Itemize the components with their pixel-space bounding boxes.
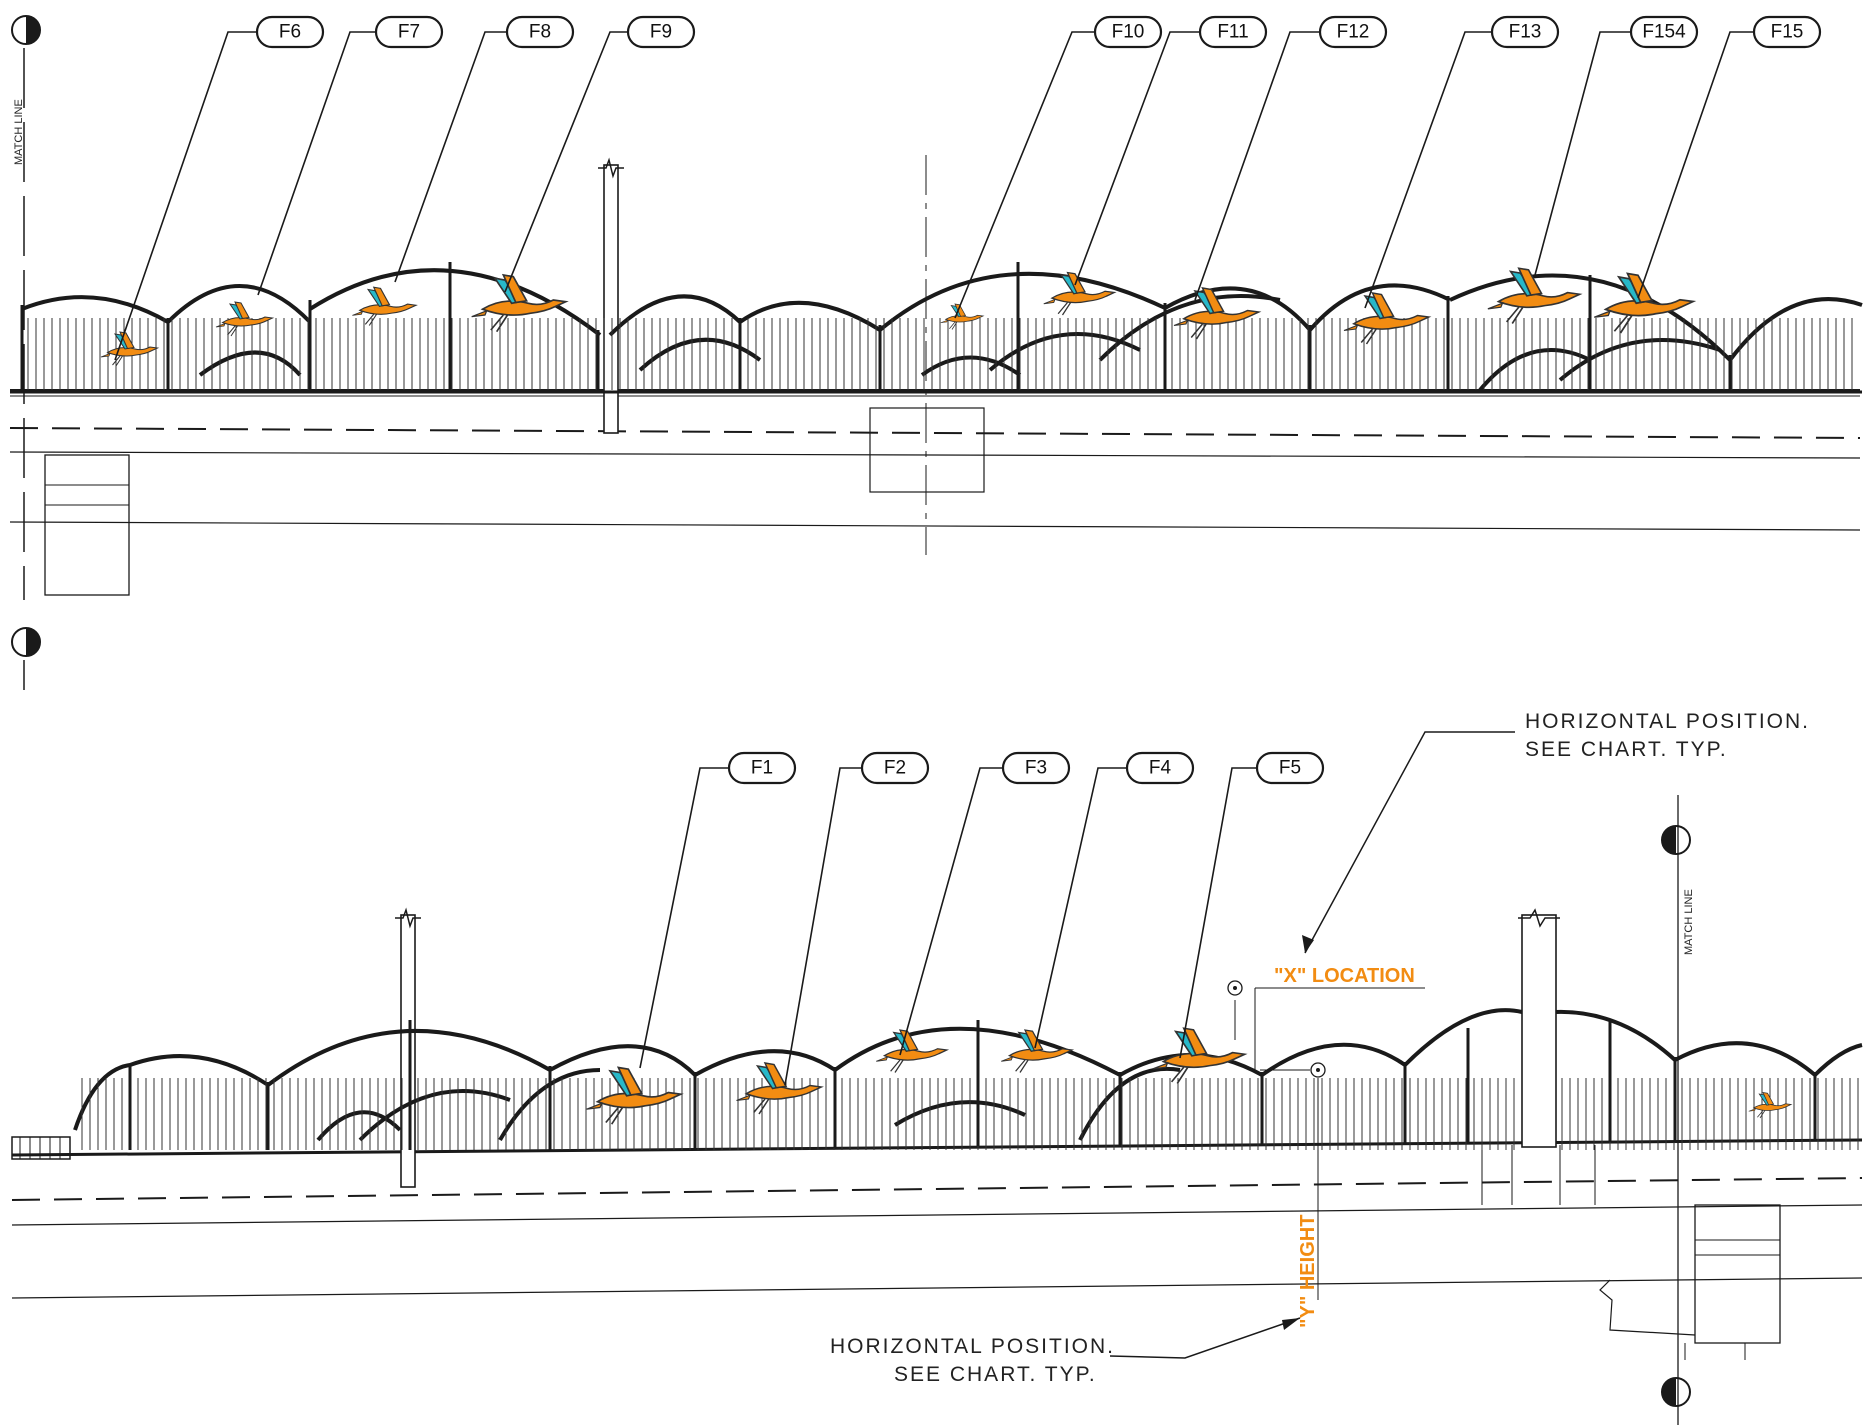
callout-tag-label: F1 — [751, 758, 773, 779]
callout-tag-label: F11 — [1217, 22, 1248, 43]
half-filled-circle-icon — [11, 15, 41, 45]
flying-heron-icon — [1000, 1029, 1073, 1074]
x-location-marker — [1227, 980, 1425, 1300]
callout-tag-f15: F15 — [1752, 15, 1822, 49]
callout-tag-f5: F5 — [1255, 751, 1325, 785]
callout-tag-f11: F11 — [1198, 15, 1268, 49]
callout-tag-label: F5 — [1279, 758, 1301, 779]
x-location-label: "X" LOCATION — [1274, 965, 1415, 987]
flying-heron-icon — [735, 1062, 822, 1115]
callout-tag-f154: F154 — [1629, 15, 1699, 49]
y-height-label: "Y" HEIGHT — [1297, 1215, 1319, 1328]
note-horizontal-position-top-line1: HORIZONTAL POSITION. — [1525, 710, 1810, 733]
lower-elevation: HORIZONTAL POSITION. SEE CHART. TYP. MAT… — [11, 627, 1863, 1425]
flying-heron-icon — [1343, 292, 1430, 345]
callout-tag-f13: F13 — [1490, 15, 1560, 49]
flying-heron-icon — [940, 303, 984, 330]
callout-tag-label: F6 — [279, 22, 301, 43]
callout-tag-label: F4 — [1149, 758, 1172, 779]
note-horizontal-position-top-line2: SEE CHART. TYP. — [1525, 738, 1728, 761]
flying-heron-icon — [100, 331, 158, 367]
callout-tag-label: F2 — [884, 758, 906, 779]
match-line-label-lower: MATCH LINE — [1683, 889, 1695, 955]
callout-tag-f2: F2 — [860, 751, 930, 785]
callout-tag-label: F12 — [1337, 22, 1370, 43]
note-horizontal-position-bottom-line1: HORIZONTAL POSITION. — [830, 1335, 1115, 1358]
half-filled-circle-icon — [11, 627, 41, 657]
callout-tag-f6: F6 — [255, 15, 325, 49]
callout-tag-f10: F10 — [1093, 15, 1163, 49]
lower-fence-posts — [128, 1020, 1817, 1150]
callout-tag-label: F7 — [398, 22, 420, 43]
callout-tag-f3: F3 — [1001, 751, 1071, 785]
half-filled-circle-icon — [1661, 825, 1691, 855]
callout-tag-f9: F9 — [626, 15, 696, 49]
note-horizontal-position-bottom-line2: SEE CHART. TYP. — [894, 1363, 1097, 1386]
callout-tag-f4: F4 — [1125, 751, 1195, 785]
callout-tag-f8: F8 — [505, 15, 575, 49]
upper-elevation: MATCH LINE — [9, 15, 1863, 600]
callout-tag-label: F8 — [529, 22, 551, 43]
half-filled-circle-icon — [1661, 1377, 1691, 1407]
callout-tag-label: F15 — [1771, 22, 1804, 43]
callout-tag-label: F9 — [650, 22, 672, 43]
flying-heron-icon — [875, 1029, 948, 1074]
callout-tag-label: F13 — [1509, 22, 1542, 43]
upper-fence-posts — [20, 262, 1732, 392]
callout-tag-f1: F1 — [727, 751, 797, 785]
callout-tag-label: F3 — [1025, 758, 1047, 779]
callout-tag-label: F10 — [1112, 22, 1145, 43]
flying-heron-icon — [470, 274, 567, 333]
callout-tag-label: F154 — [1642, 22, 1686, 43]
flying-heron-icon — [351, 286, 417, 327]
callout-tag-f7: F7 — [374, 15, 444, 49]
match-line-label-upper: MATCH LINE — [13, 99, 25, 165]
callout-tag-f12: F12 — [1318, 15, 1388, 49]
